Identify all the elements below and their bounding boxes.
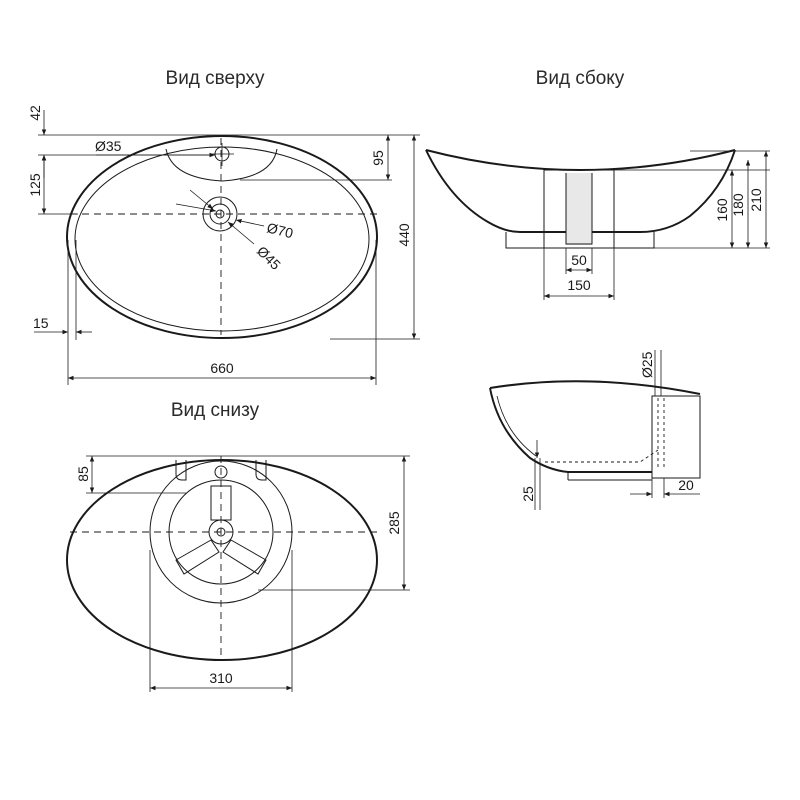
basin-outer-rim bbox=[66, 135, 378, 339]
dim-d70-leader-a bbox=[175, 203, 217, 213]
dim-d35-label: Ø35 bbox=[95, 138, 122, 154]
bowl-top-edge bbox=[425, 149, 736, 171]
bottom-outline bbox=[66, 459, 378, 661]
dim-440-label: 440 bbox=[396, 223, 412, 247]
dim-180-label: 180 bbox=[730, 193, 746, 217]
dim-150-label: 150 bbox=[567, 277, 591, 293]
tap-platform bbox=[165, 148, 278, 182]
dim-160-label: 160 bbox=[714, 198, 730, 222]
bottom-view: Вид снизу 85 285 310 bbox=[66, 400, 410, 692]
section-bowl-profile bbox=[489, 387, 652, 473]
dim-210-label: 210 bbox=[748, 188, 764, 212]
bottom-tab-left bbox=[175, 460, 187, 481]
base-plinth bbox=[505, 232, 655, 249]
section-drain-hidden bbox=[545, 449, 659, 463]
bottom-tab-right bbox=[255, 460, 267, 481]
dim-85-label: 85 bbox=[75, 466, 91, 482]
dim-15-label: 15 bbox=[33, 315, 49, 331]
dim-25-label: 25 bbox=[520, 486, 536, 502]
dim-d45-leader-b bbox=[227, 221, 255, 245]
section-view: Ø25 25 20 bbox=[489, 350, 701, 510]
dim-285-label: 285 bbox=[386, 511, 402, 535]
pedestal-shade bbox=[566, 173, 592, 245]
section-pedestal bbox=[651, 395, 701, 479]
basin-inner-rim bbox=[74, 146, 370, 332]
bottom-tap-hole bbox=[214, 465, 228, 479]
pedestal-channel bbox=[565, 173, 593, 245]
dim-95-label: 95 bbox=[370, 150, 386, 166]
dim-660-label: 660 bbox=[210, 360, 234, 376]
bottom-spoke-left bbox=[175, 539, 220, 575]
dim-d25-label: Ø25 bbox=[639, 351, 655, 378]
bottom-spoke-top bbox=[210, 485, 232, 521]
bottom-spoke-right bbox=[222, 539, 267, 575]
top-view: Вид сверху 42 125 Ø35 bbox=[27, 68, 420, 385]
dim-50-label: 50 bbox=[571, 252, 587, 268]
top-view-title: Вид сверху bbox=[166, 68, 265, 89]
side-view-title: Вид сбоку bbox=[536, 68, 625, 89]
dim-125-label: 125 bbox=[27, 173, 43, 197]
dim-d70-leader-b bbox=[235, 218, 265, 227]
side-view: Вид сбоку 160 180 210 50 150 bbox=[425, 68, 770, 300]
dim-d45-leader-a bbox=[189, 189, 214, 210]
section-top-edge bbox=[489, 380, 701, 395]
bottom-view-title: Вид снизу bbox=[171, 400, 260, 421]
section-inner-wall bbox=[496, 395, 537, 457]
dim-310-label: 310 bbox=[209, 670, 233, 686]
dim-d45-label: Ø45 bbox=[254, 243, 284, 273]
dim-d70-label: Ø70 bbox=[265, 219, 295, 241]
dim-20-label: 20 bbox=[678, 477, 694, 493]
dim-42-label: 42 bbox=[27, 105, 43, 121]
